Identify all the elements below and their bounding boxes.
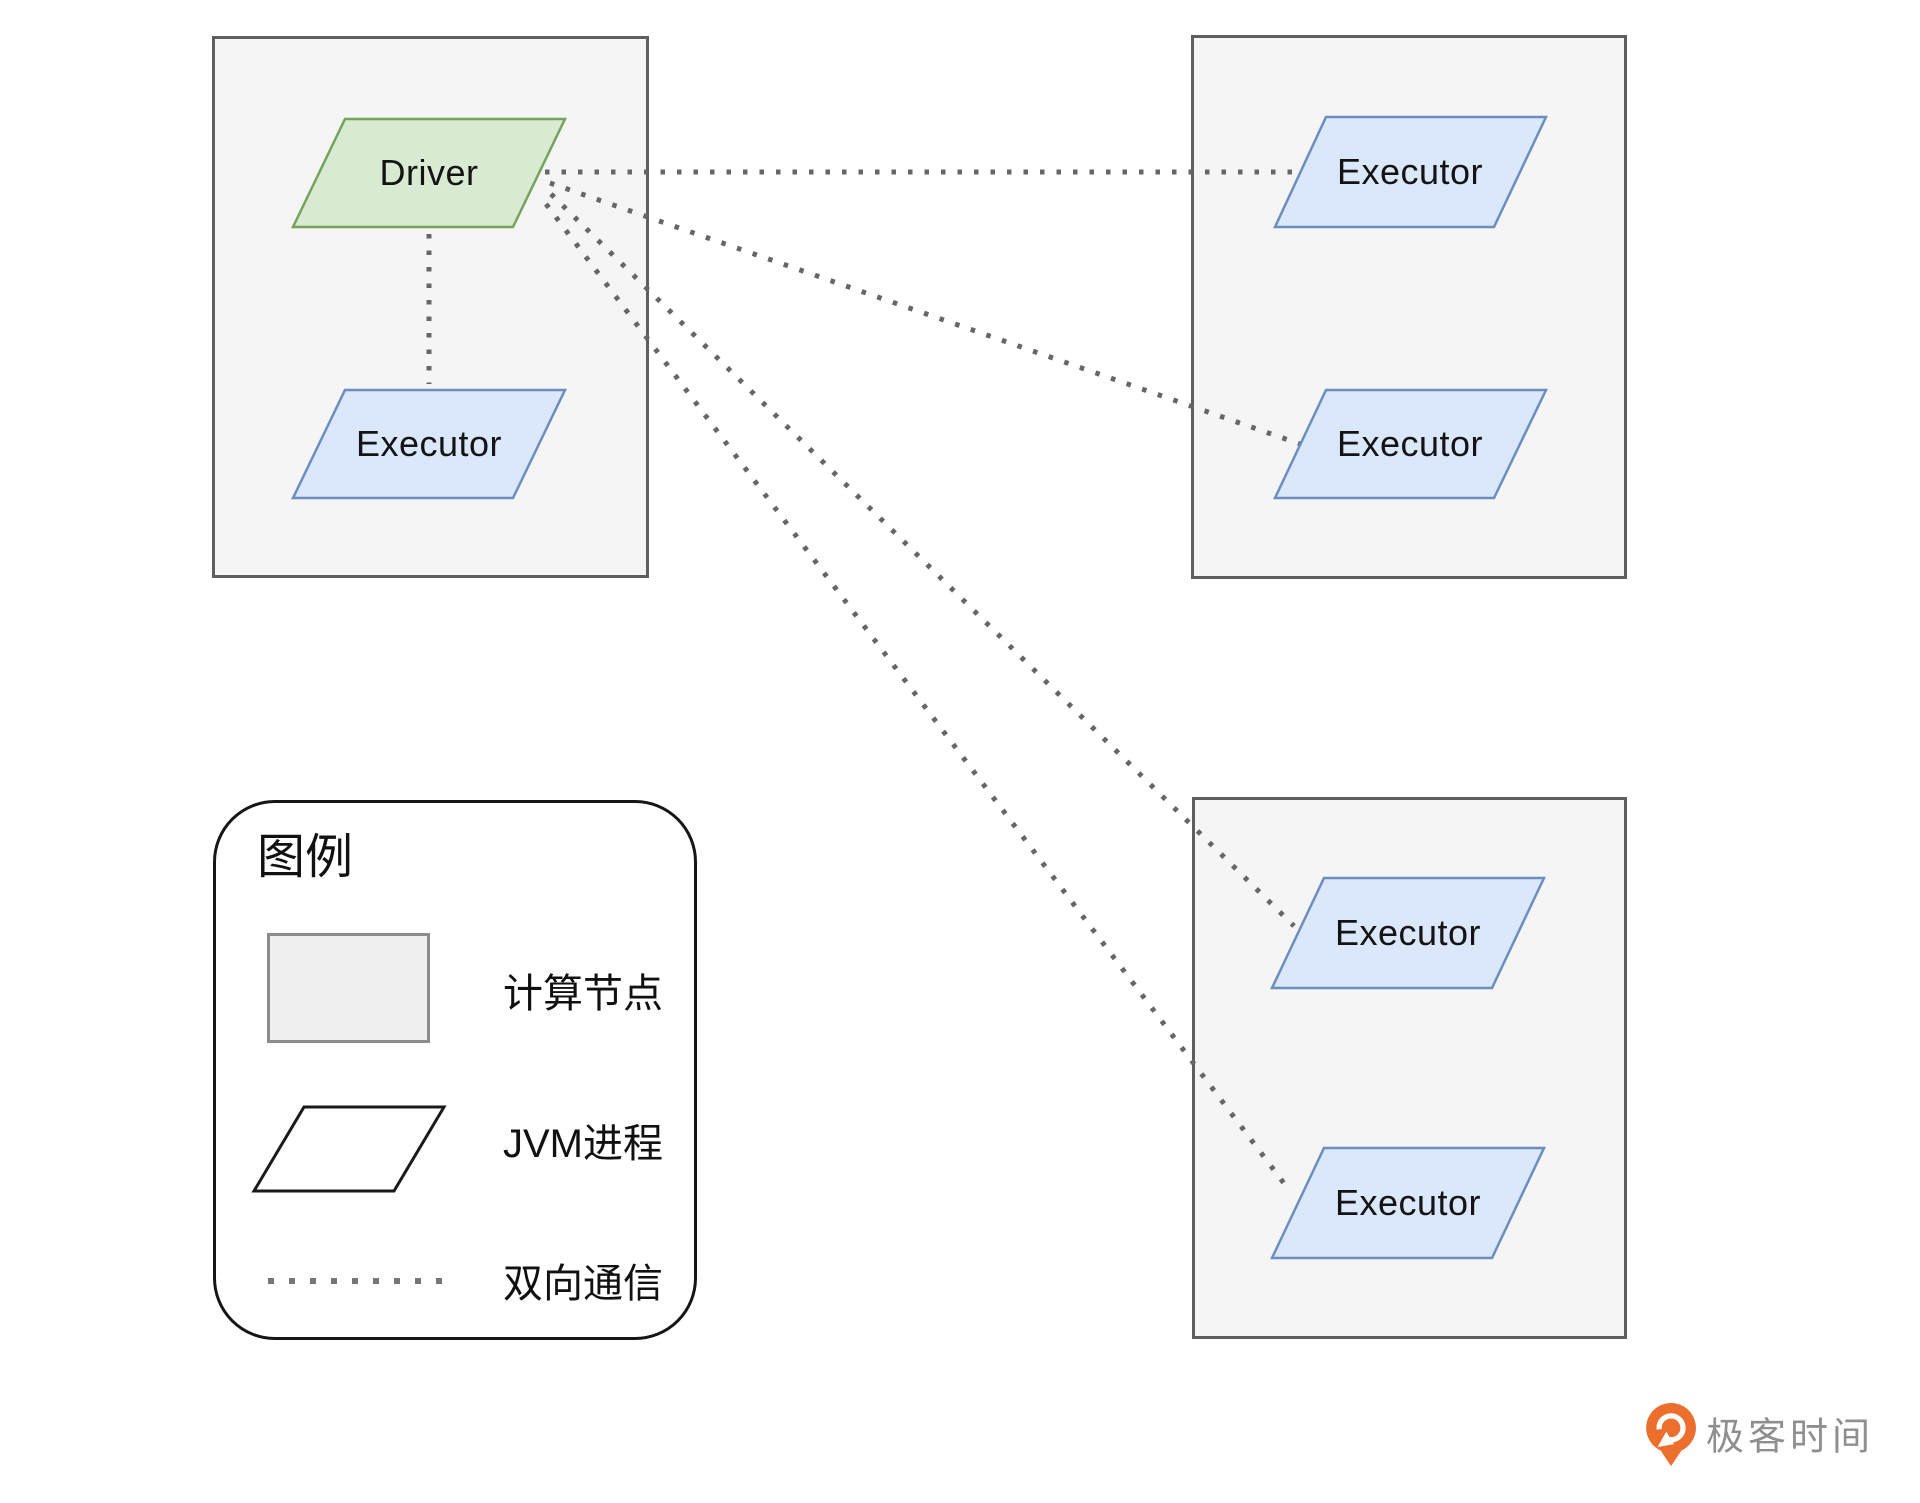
- executor-label-4: Executor: [1334, 1182, 1482, 1223]
- dotted-line-icon: [268, 1278, 448, 1284]
- geektime-logo-icon: [1646, 1402, 1696, 1467]
- legend: 图例 计算节点 JVM进程 双向通信: [213, 800, 697, 1340]
- connector-driver-executor-2: [549, 180, 1301, 447]
- geektime-logo-text: 极客时间: [1706, 1416, 1875, 1459]
- executor-label-local: Executor: [355, 423, 503, 464]
- driver-label: Driver: [379, 152, 479, 193]
- executor-label-1: Executor: [1336, 151, 1484, 192]
- jvm-parallelogram-icon: [251, 1105, 447, 1193]
- legend-item-bidirectional: 双向通信: [503, 1262, 663, 1306]
- legend-title: 图例: [257, 831, 354, 884]
- legend-item-jvm-process: JVM进程: [503, 1122, 663, 1166]
- compute-node-swatch-icon: [267, 933, 430, 1043]
- compute-node-driver: [212, 36, 649, 578]
- legend-item-compute-node: 计算节点: [503, 972, 663, 1016]
- compute-node-top-right: [1191, 35, 1627, 579]
- executor-label-2: Executor: [1336, 423, 1484, 464]
- compute-node-bottom-right: [1192, 797, 1627, 1339]
- executor-label-3: Executor: [1334, 912, 1482, 953]
